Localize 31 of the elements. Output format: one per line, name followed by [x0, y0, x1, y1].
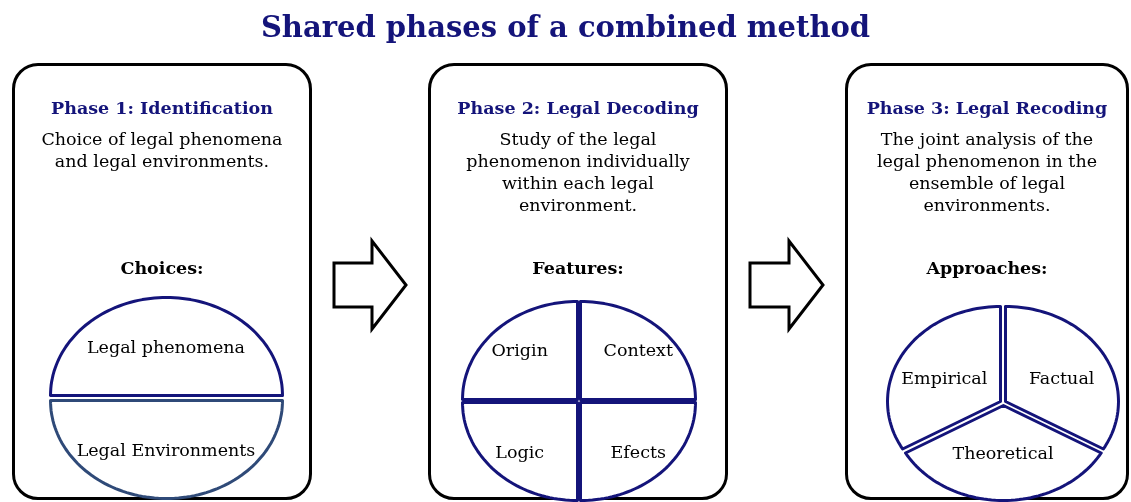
segment-label: Context — [603, 339, 673, 362]
phase-panel — [428, 63, 728, 500]
segment-label: Factual — [1028, 367, 1095, 389]
phase-panel — [845, 63, 1129, 500]
phase-description: The joint analysis of the legal phenomenon in the ensemble of legal environments. — [875, 128, 1099, 216]
phase-description: Study of the legal phenomenon individually within each legal environment. — [465, 128, 691, 216]
phase-heading: Phase 2: Legal Decoding — [456, 98, 700, 118]
pie-segment — [903, 404, 1103, 502]
segment-label: Legal phenomena — [86, 335, 246, 358]
segment-label: Empirical — [901, 367, 988, 389]
pie-segment — [579, 401, 698, 502]
block-arrow — [748, 236, 825, 334]
block-arrow — [332, 236, 408, 334]
section-heading: Choices: — [119, 258, 205, 278]
pie-segment — [460, 401, 579, 502]
phase-heading: Phase 3: Legal Recoding — [865, 98, 1109, 118]
phase-heading: Phase 1: Identification — [50, 98, 274, 118]
phase-description: Choice of legal phenomena and legal environments. — [40, 128, 284, 172]
pie-segment — [460, 299, 579, 401]
segment-label: Theoretical — [952, 442, 1054, 464]
pie-segment — [579, 299, 698, 401]
segment-label: Legal Environments — [76, 438, 256, 461]
segment-label: Origin — [491, 339, 548, 362]
segment-label: Logic — [495, 440, 545, 463]
section-heading: Approaches: — [925, 258, 1049, 278]
phase-panel — [12, 63, 312, 500]
section-heading: Features: — [531, 258, 625, 278]
segment-label: Efects — [610, 440, 666, 463]
pie-segment — [48, 399, 284, 500]
diagram-title: Shared phases of a combined method — [259, 10, 872, 44]
pie-segment — [48, 296, 284, 397]
